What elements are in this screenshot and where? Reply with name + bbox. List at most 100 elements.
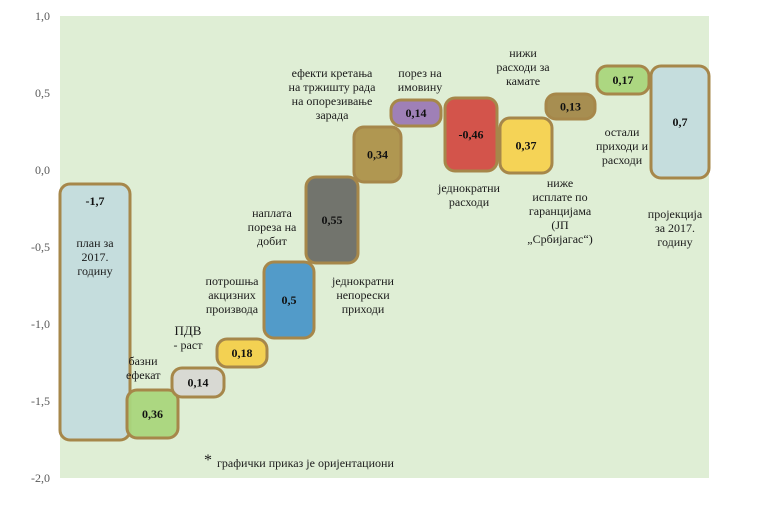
annotation-line: на тржишту рада [288, 80, 376, 94]
annotation-line: имовину [397, 80, 443, 94]
annotation-line: добит [257, 234, 287, 248]
annotation-line: пројекција [647, 207, 703, 221]
annotation-line: (ЈП [551, 218, 569, 232]
annotation-line: „Србијагас“) [527, 232, 593, 246]
y-tick-label: 1,0 [35, 9, 50, 23]
bar [304, 175, 360, 265]
annotation-line: порез на [398, 66, 442, 80]
bar [443, 96, 499, 173]
annotation-line: расходи [448, 195, 490, 209]
annotation-rashodi: једнократни расходи [430, 181, 508, 209]
annotation-line: једнократни [332, 274, 394, 288]
annotation-akcize: потрошња акцизних производа [200, 274, 264, 316]
bar-group: 0,5 [262, 260, 316, 340]
annotation-line: приходи и [596, 139, 648, 153]
annotation-line: расходи [601, 153, 643, 167]
bar-group: 0,14 [170, 366, 226, 399]
annotation-line: за 2017. [654, 221, 696, 235]
bar-value-label: 0,36 [142, 407, 163, 421]
y-tick-label: -1,5 [31, 394, 50, 408]
y-tick-label: -2,0 [31, 471, 50, 485]
bar-group: 0,37 [498, 116, 554, 175]
annotation-dobit: наплата пореза на добит [240, 206, 304, 248]
bar-group: -1,7 [58, 182, 132, 442]
y-tick-label: 0,5 [35, 86, 50, 100]
y-axis: 1,0 0,5 0,0 -0,5 -1,0 -1,5 -2,0 [31, 9, 50, 485]
bar-value-label: 0,14 [188, 376, 209, 390]
annotation-ostali: остали приходи и расходи [592, 125, 652, 167]
bar-group: -0,46 [443, 96, 499, 173]
annotation-zarade: ефекти кретања на тржишту рада на опорез… [282, 66, 382, 122]
annotation-line: годину [657, 235, 693, 249]
bar [352, 125, 403, 184]
footnote-asterisk: * [204, 452, 212, 469]
bar-value-label: 0,7 [673, 115, 688, 129]
footnote: * графички приказ је оријентациони [204, 452, 394, 471]
annotation-line: ефекти кретања [291, 66, 373, 80]
annotation-line: - раст [173, 338, 203, 352]
annotation-imovina: порез на имовину [390, 66, 450, 94]
annotation-pdv: ПДВ - раст [168, 323, 208, 353]
bar [170, 366, 226, 399]
bar-group: 0,17 [595, 64, 651, 96]
annotation-line: расходи за [496, 60, 550, 74]
annotation-line: остали [604, 125, 640, 139]
annotation-line: потрошња [205, 274, 259, 288]
annotation-line: зарада [315, 108, 349, 122]
bar-value-label: -1,7 [86, 194, 105, 208]
annotation-line: производа [205, 302, 259, 316]
y-tick-label: -0,5 [31, 240, 50, 254]
bar-group: 0,18 [215, 337, 269, 369]
bar [262, 260, 316, 340]
annotation-line: ПДВ [174, 323, 202, 338]
annotation-line: 2017. [81, 250, 109, 264]
bar [498, 116, 554, 175]
annotation-line: на опорезивање [291, 94, 373, 108]
bar-group: 0,55 [304, 175, 360, 265]
y-tick-label: -1,0 [31, 317, 50, 331]
annotation-garancije: ниже исплате по гаранцијама (ЈП „Србијаг… [520, 176, 600, 246]
annotation-line: ефекат [126, 368, 161, 382]
bar [595, 64, 651, 96]
annotation-line: наплата [252, 206, 292, 220]
bar-value-label: 0,34 [367, 148, 388, 162]
annotation-line: једнократни [438, 181, 500, 195]
annotation-line: исплате по [532, 190, 588, 204]
annotation-plan: план за 2017. годину [62, 236, 128, 278]
bar-group: 0,36 [125, 388, 180, 440]
bar-value-label: 0,37 [516, 139, 537, 153]
annotation-line: непорески [336, 288, 390, 302]
bar-value-label: 0,5 [282, 293, 297, 307]
annotation-line: гаранцијама [528, 204, 592, 218]
bar-group: 0,34 [352, 125, 403, 184]
annotation-line: приходи [341, 302, 385, 316]
annotation-line: годину [77, 264, 113, 278]
bar-group: 0,7 [649, 64, 711, 180]
annotation-line: базни [128, 354, 158, 368]
annotation-kamate: нижи расходи за камате [488, 46, 558, 88]
bar [125, 388, 180, 440]
annotation-neporeski: једнократни непорески приходи [323, 274, 403, 316]
annotation-line: камате [505, 74, 541, 88]
bar-value-label: 0,13 [560, 100, 581, 114]
bar-value-label: 0,18 [232, 346, 253, 360]
annotation-bazni: базни ефекат [126, 354, 160, 382]
bars-layer: -1,7 0,36 0,14 0,18 0,5 0,55 0,34 0,14 -0,46 0,37… [58, 64, 711, 442]
bar [58, 182, 132, 442]
bar-value-label: 0,14 [406, 106, 427, 120]
y-tick-label: 0,0 [35, 163, 50, 177]
bar-value-label: -0,46 [459, 128, 484, 142]
bar-group: 0,13 [544, 92, 597, 121]
bar-group: 0,14 [389, 98, 443, 128]
bar-value-label: 0,55 [322, 213, 343, 227]
bar [389, 98, 443, 128]
bar [544, 92, 597, 121]
annotation-line: план за [76, 236, 114, 250]
footnote-text: графички приказ је оријентациони [217, 456, 394, 470]
annotation-line: нижи [509, 46, 537, 60]
bar-value-label: 0,17 [613, 73, 634, 87]
bar [215, 337, 269, 369]
annotation-line: пореза на [247, 220, 297, 234]
annotation-projekcija: пројекција за 2017. годину [642, 207, 708, 249]
